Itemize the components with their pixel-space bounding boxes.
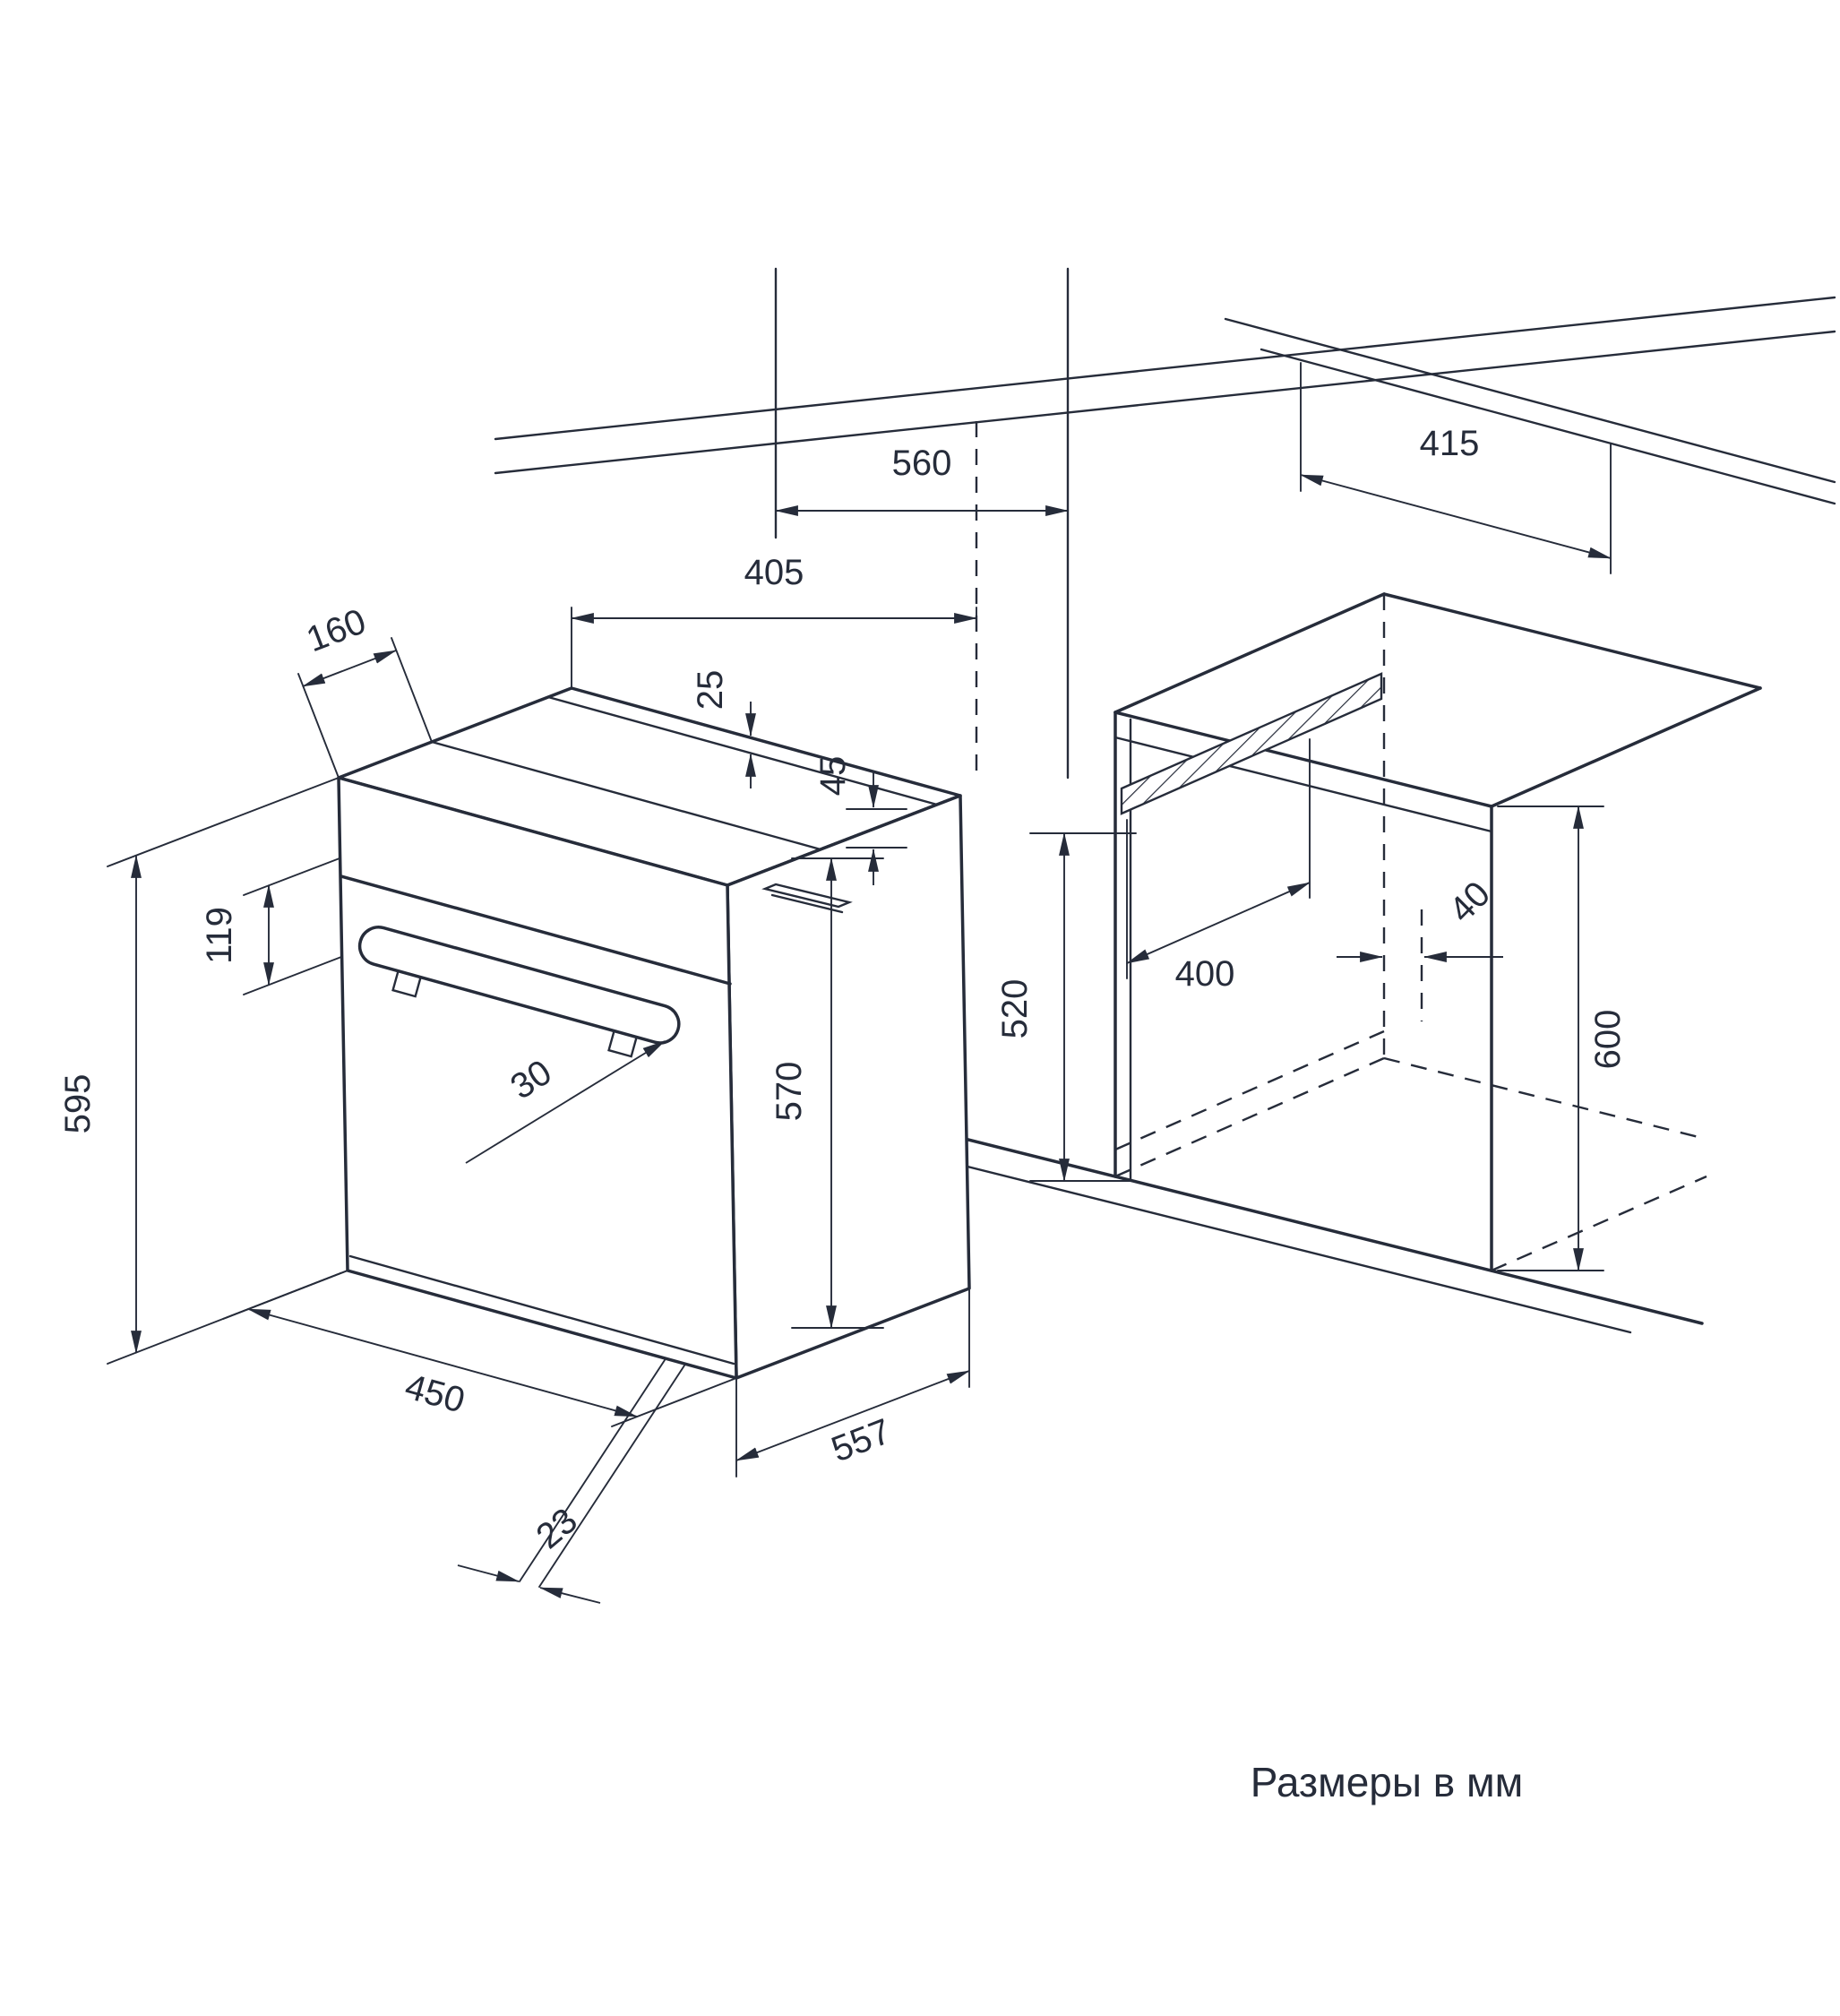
dim-label-oven-height: 595 [58, 1074, 98, 1134]
dimension-door-height: 570 [770, 857, 884, 1330]
dim-label-door-offset: 23 [529, 1501, 584, 1556]
dimension-niche-inner-depth: 520 [995, 831, 1137, 1183]
dim-label-top-clearance: 405 [744, 553, 804, 592]
dim-label-shelf-depth: 400 [1175, 954, 1235, 994]
dimension-top-clearance: 405 [570, 553, 978, 689]
dimension-vent-clearance: 45 [813, 756, 907, 885]
dim-label-panel-height: 119 [200, 907, 239, 964]
dim-label-top-gap: 25 [691, 670, 730, 711]
dimension-oven-height: 595 [58, 777, 348, 1365]
dim-label-vent-clearance: 45 [813, 756, 853, 797]
units-caption: Размеры в мм [1251, 1759, 1523, 1805]
dimension-shelf-depth: 400 [1126, 738, 1311, 994]
dim-label-rear-gap: 40 [1442, 874, 1499, 931]
oven-drawing [337, 686, 971, 1380]
dim-label-niche-height: 600 [1588, 1010, 1628, 1070]
dimension-door-offset: 23 [457, 1359, 685, 1604]
dimension-countertop-depth: 415 [1299, 362, 1612, 574]
dimension-panel-height: 119 [200, 857, 342, 995]
dimension-niche-width: 560 [774, 444, 1070, 516]
dim-label-niche-inner-depth: 520 [995, 979, 1035, 1039]
oven-right-face [726, 794, 971, 1380]
dimension-oven-depth: 557 [735, 1288, 971, 1478]
wall-and-counter-lines [494, 267, 1836, 780]
dim-label-niche-width: 560 [892, 444, 952, 483]
dim-label-top-inset: 160 [301, 601, 371, 659]
door-handle [357, 926, 681, 1045]
vent-slot [761, 883, 853, 909]
dimension-rear-gap: 40 [1337, 874, 1503, 962]
dimension-top-gap: 25 [691, 670, 756, 788]
shelf-section-hatch [1120, 672, 1383, 815]
niche-drawing [930, 421, 1762, 1334]
dim-label-door-height: 570 [770, 1062, 809, 1122]
dim-label-oven-width: 450 [400, 1366, 469, 1420]
dim-label-countertop-depth: 415 [1420, 424, 1480, 463]
dimension-niche-height: 600 [1497, 805, 1628, 1272]
dim-label-oven-depth: 557 [826, 1411, 896, 1469]
